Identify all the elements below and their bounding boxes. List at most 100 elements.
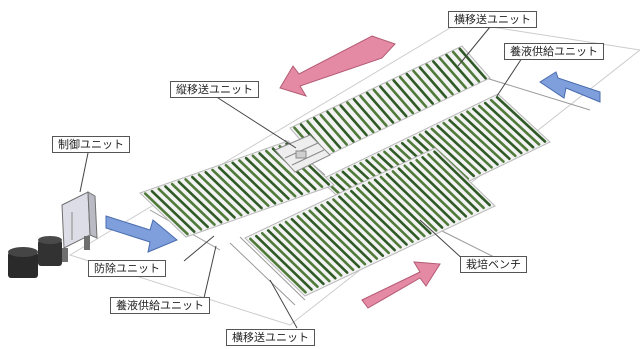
plant-row <box>392 79 421 112</box>
plant-row <box>312 116 342 149</box>
leader-lines <box>79 26 523 329</box>
plant-row <box>445 53 474 86</box>
plant-row <box>460 113 511 161</box>
plant-row <box>472 107 523 155</box>
label-horizontal-transfer-bottom: 横移送ユニット <box>226 329 315 346</box>
plant-row <box>258 152 304 196</box>
tank-large <box>8 247 38 278</box>
plant-row <box>421 156 480 213</box>
arrow-bottom-pink <box>361 261 441 309</box>
plant-row <box>418 66 448 99</box>
cabinet-base <box>62 236 90 262</box>
plant-row <box>150 189 196 233</box>
plant-row <box>355 186 414 243</box>
label-pest-control: 防除ユニット <box>88 260 166 277</box>
plant-bed-left <box>139 140 335 238</box>
arrow-right-blue <box>539 71 601 103</box>
plant-row <box>332 198 390 255</box>
plant-row <box>346 101 375 134</box>
plant-row <box>385 82 415 115</box>
plant-row <box>466 110 517 158</box>
plant-row <box>306 120 335 153</box>
plant-row <box>352 98 382 131</box>
plant-row <box>403 164 462 221</box>
plant-bed-bottom <box>244 147 496 297</box>
plant-row <box>425 63 454 96</box>
plant-row <box>397 167 456 224</box>
plant-row <box>361 184 420 241</box>
plant-row <box>379 85 408 118</box>
plant-row <box>483 101 535 149</box>
plant-row <box>326 201 385 258</box>
plant-row <box>231 161 277 205</box>
plant-row <box>365 91 395 124</box>
plant-row <box>489 98 541 146</box>
plant-row <box>197 173 243 217</box>
plant-row <box>398 75 428 108</box>
plant-row <box>373 178 432 235</box>
label-horizontal-transfer-top: 横移送ユニット <box>448 11 537 28</box>
plant-row <box>272 226 331 283</box>
tank-small <box>38 236 62 266</box>
plant-row <box>266 229 325 286</box>
plant-row <box>424 130 476 178</box>
plant-row <box>454 116 505 163</box>
label-nutrient-supply-right: 養液供給ユニット <box>504 43 604 60</box>
plant-row <box>359 94 388 127</box>
control-cabinet <box>61 191 98 249</box>
plant-row <box>372 88 401 121</box>
plant-row <box>308 209 367 266</box>
vertical-transfer-carriage <box>274 134 331 173</box>
plant-row <box>319 113 348 146</box>
plant-row <box>184 178 230 222</box>
plant-row <box>326 110 355 143</box>
plant-row <box>433 150 491 207</box>
plant-row <box>385 172 444 229</box>
label-control-unit: 制御ユニット <box>52 136 130 153</box>
plant-row <box>190 175 236 219</box>
plant-row <box>438 57 468 90</box>
plant-row <box>350 189 408 246</box>
plant-row <box>320 203 379 260</box>
plant-row <box>344 192 402 249</box>
plant-row <box>255 234 313 291</box>
plant-row <box>157 187 203 231</box>
floor-outline <box>68 21 640 326</box>
plant-row <box>495 96 547 143</box>
plant-row <box>478 104 529 152</box>
plant-row <box>338 195 396 252</box>
plant-row <box>448 118 499 166</box>
plant-row <box>412 69 441 102</box>
plant-row <box>284 220 343 277</box>
plant-row <box>244 156 290 200</box>
plant-row <box>427 153 485 210</box>
bench-surface <box>139 140 335 238</box>
plant-row <box>238 159 284 203</box>
plant-row <box>367 181 426 238</box>
plant-row <box>379 175 438 232</box>
plant-row <box>170 182 216 226</box>
plant-row <box>436 124 487 172</box>
plant-row <box>290 217 349 274</box>
plant-row <box>415 158 474 215</box>
plant-row <box>458 47 487 80</box>
plant-row <box>264 149 310 193</box>
plant-row <box>405 72 434 105</box>
plant-row <box>409 161 468 218</box>
plant-row <box>251 154 297 198</box>
plant-row <box>249 237 307 294</box>
plant-row <box>391 170 450 227</box>
plant-row <box>302 212 361 269</box>
arrow-top-pink <box>279 35 396 97</box>
plant-row <box>164 185 210 229</box>
plant-row <box>278 223 337 280</box>
arrow-left-blue <box>105 215 178 253</box>
plant-row <box>339 104 368 137</box>
plant-row <box>217 166 263 210</box>
plant-bed-top <box>289 45 491 161</box>
plant-row <box>143 192 189 236</box>
plant-row <box>314 206 373 263</box>
plant-row <box>177 180 223 224</box>
label-nutrient-supply-left: 養液供給ユニット <box>110 297 210 314</box>
